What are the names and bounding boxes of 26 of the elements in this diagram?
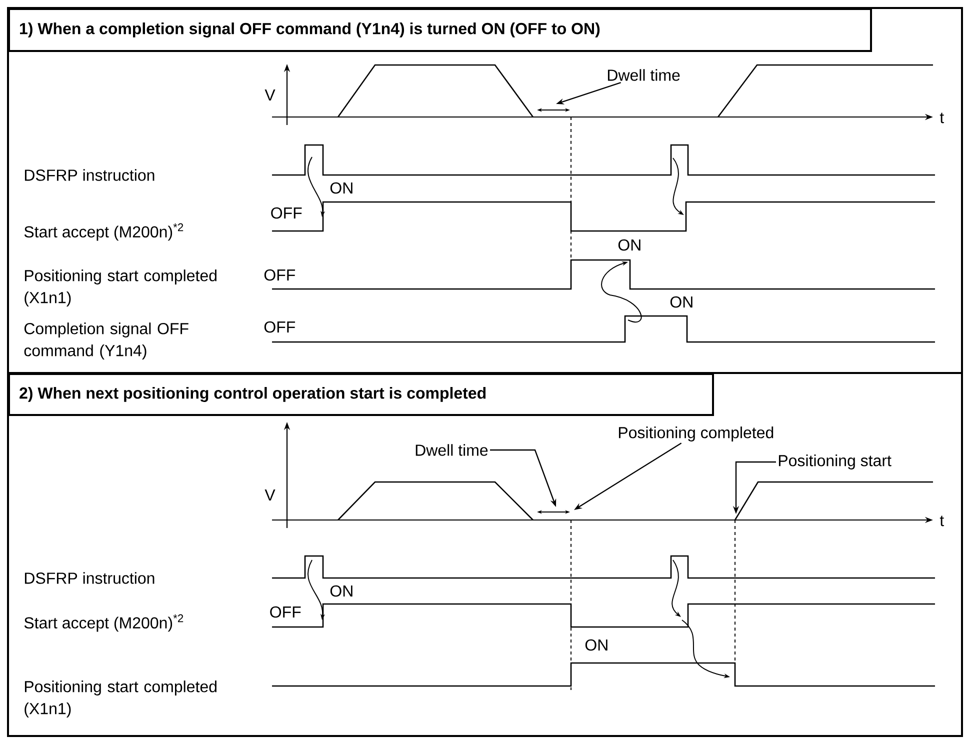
annotation-text: Positioning completed	[618, 426, 774, 442]
panel-heading: 1) When a completion signal OFF command (Y1n4) is turned ON (OFF to ON)	[8, 8, 872, 52]
state-label: OFF	[271, 207, 302, 219]
annotation-text: Dwell time	[608, 69, 680, 81]
state-label: ON	[585, 639, 608, 651]
signal-name: Positioning start completed (X1n1)	[24, 680, 216, 718]
signal-name: Positioning start completed (X1n1)	[24, 270, 216, 306]
signal-name: DSFRP instruction	[24, 169, 154, 181]
axis-label: V	[264, 489, 276, 500]
state-label: ON	[670, 296, 692, 308]
panel-heading: 2) When next positioning control operation start is completed	[8, 373, 714, 416]
state-label: OFF	[264, 321, 296, 333]
state-label: OFF	[264, 269, 296, 281]
signal-name: Start accept (M200n)$^{*2}$	[24, 614, 184, 632]
axis-label: t	[940, 112, 944, 124]
state-label: OFF	[270, 606, 301, 618]
annotation-text: Dwell time	[416, 444, 488, 456]
annotation-text: Positioning start	[778, 454, 892, 470]
signal-name: DSFRP instruction	[24, 572, 154, 584]
state-label: ON	[330, 182, 352, 194]
signal-name: Start accept (M200n)$^{*2}$	[24, 223, 184, 241]
axis-label: V	[264, 89, 276, 100]
axis-label: t	[940, 516, 944, 526]
state-label: ON	[618, 239, 640, 251]
state-label: ON	[330, 585, 352, 597]
signal-name: Completion signal OFF command (Y1n4)	[24, 322, 188, 360]
